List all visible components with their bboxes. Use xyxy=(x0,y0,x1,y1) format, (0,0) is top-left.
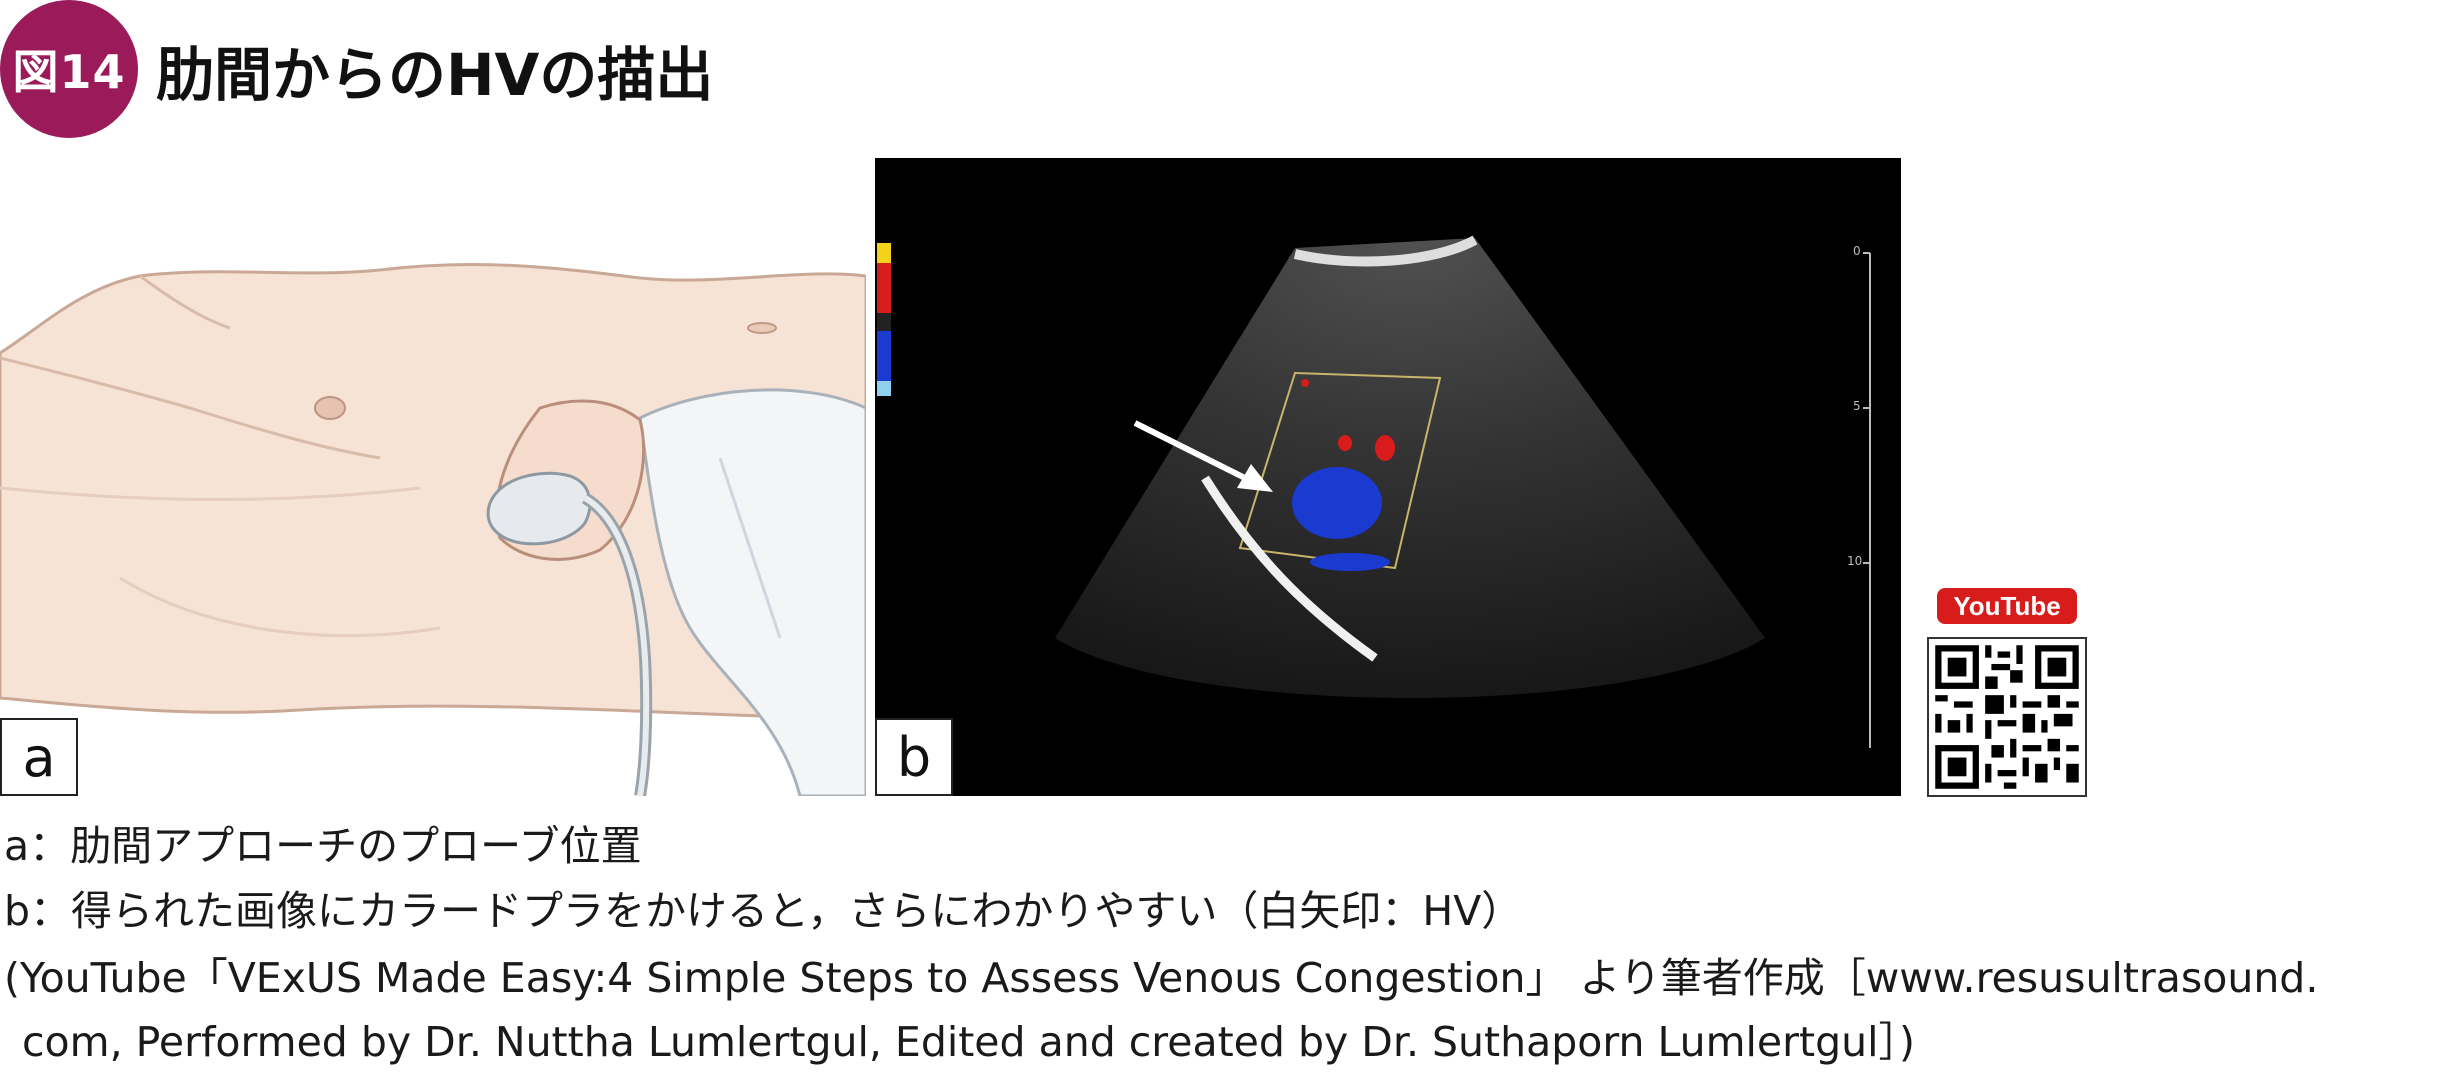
qr-code-icon xyxy=(1929,639,2085,795)
panel-a-illustration: a xyxy=(0,158,866,796)
doppler-blue-hv xyxy=(1292,467,1382,539)
caption-b: b：得られた画像にカラードプラをかけると，さらにわかりやすい（白矢印：HV） xyxy=(4,887,1523,935)
youtube-badge[interactable]: YouTube xyxy=(1937,588,2077,624)
source-caption-line1: (YouTube「VExUS Made Easy:4 Simple Steps … xyxy=(4,954,2319,1002)
panel-a-label: a xyxy=(0,718,78,796)
figure-number-badge: 図14 xyxy=(0,0,138,138)
depth-tick-5: 5 xyxy=(1853,399,1861,413)
depth-tick-10: 10 xyxy=(1847,554,1863,568)
depth-tick-0: 0 xyxy=(1853,244,1861,258)
ultrasound-image xyxy=(875,158,1901,796)
panel-b-label: b xyxy=(875,718,953,796)
patient-probe-illustration xyxy=(0,263,866,796)
panel-b-ultrasound: 0 5 10 b xyxy=(875,158,1901,796)
source-caption-line2: com, Performed by Dr. Nuttha Lumlertgul,… xyxy=(22,1018,1915,1066)
caption-a: a：肋間アプローチのプローブ位置 xyxy=(4,822,642,870)
qr-code[interactable] xyxy=(1927,637,2087,797)
figure-title: 肋間からのHVの描出 xyxy=(156,41,714,109)
